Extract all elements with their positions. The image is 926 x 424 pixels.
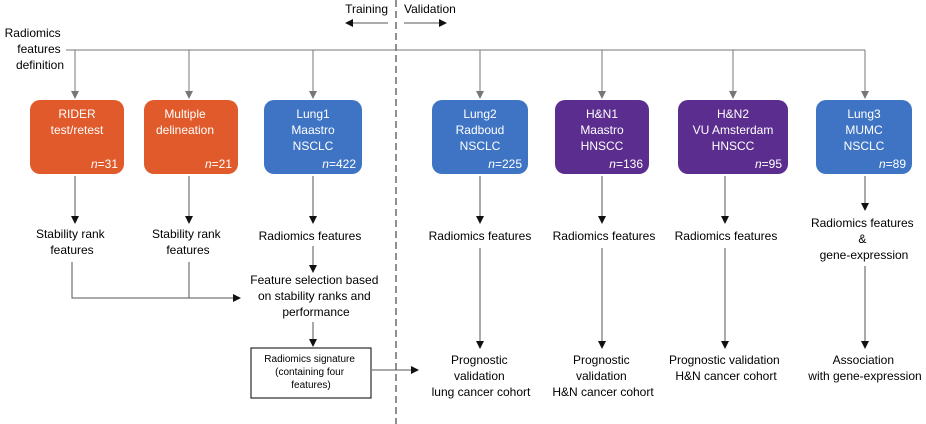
radiomics-features-hn2: Radiomics features	[675, 229, 778, 243]
cohort-n-multiple: n=21	[205, 157, 232, 171]
stability-rank-multiple: Stability rank features	[152, 227, 224, 257]
feature-selection-step: Feature selection based on stability ran…	[250, 273, 381, 319]
merge-line-rider	[71, 262, 189, 299]
radiomics-features-lung1: Radiomics features	[259, 229, 362, 243]
cohort-n-lung2: n=225	[488, 157, 522, 171]
cohort-n-lung1: n=422	[322, 157, 356, 171]
outcome-hn1: Prognostic validation H&N cancer cohort	[552, 353, 654, 399]
radiomics-features-hn1: Radiomics features	[553, 229, 656, 243]
radiomics-signature-box: Radiomics signature (containing four fea…	[250, 347, 372, 399]
cohort-n-hn1: n=136	[609, 157, 643, 171]
outcome-lung3: Association with gene-expression	[807, 353, 921, 383]
stability-rank-rider: Stability rank features	[36, 227, 108, 257]
cohort-n-lung3: n=89	[879, 157, 906, 171]
cohort-n-hn2: n=95	[755, 157, 782, 171]
svg-text:Radiomics signature (con: Radiomics signature (containing four fea…	[264, 354, 357, 391]
radiomics-features-lung2: Radiomics features	[429, 229, 532, 243]
radiomics-features-gene-lung3: Radiomics features & gene-expression	[811, 216, 917, 262]
outcome-lung2: Prognostic validation lung cancer cohort	[432, 353, 531, 399]
definition-label: Radiomics features definition	[5, 26, 64, 72]
cohort-n-rider: n=31	[91, 157, 118, 171]
training-label: Training	[345, 2, 388, 16]
validation-label: Validation	[404, 2, 456, 16]
outcome-hn2: Prognostic validation H&N cancer cohort	[669, 353, 783, 383]
